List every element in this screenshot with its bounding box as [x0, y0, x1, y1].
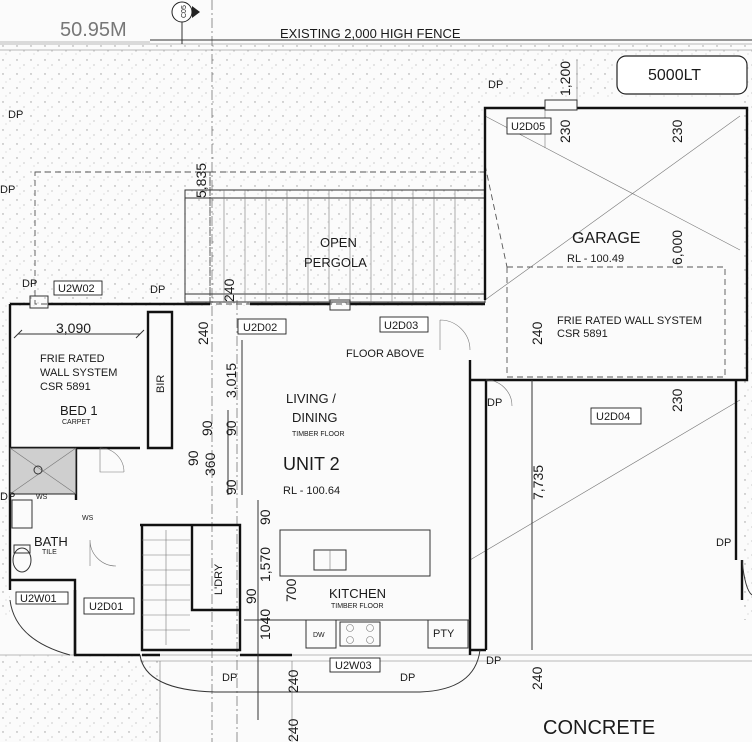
fire-wall-left-line1: FRIE RATED — [40, 353, 105, 365]
dimension-ticks — [13, 329, 533, 720]
living-floor: TIMBER FLOOR — [292, 431, 345, 438]
dimension-value: 700 — [283, 578, 299, 602]
dimension-value: 360 — [202, 452, 218, 476]
dp-label: DP — [8, 109, 23, 121]
bed-floor: CARPET — [62, 419, 91, 426]
fire-wall-left-line2: WALL SYSTEM — [40, 367, 117, 379]
dp-label: DP — [716, 537, 731, 549]
unit-rl: RL - 100.64 — [283, 485, 340, 497]
living-label-2: DINING — [292, 410, 338, 425]
door-swings — [89, 319, 513, 567]
pantry-label: PTY — [433, 628, 455, 640]
dp-label: DP — [487, 397, 502, 409]
pergola-label-2: PERGOLA — [304, 255, 367, 270]
tank-offset-dim: 1,200 — [557, 61, 573, 96]
dimension-value: 7,735 — [530, 465, 546, 500]
fence-label: EXISTING 2,000 HIGH FENCE — [280, 26, 461, 41]
dimension-value: 230 — [669, 119, 685, 143]
dp-label: DP — [22, 278, 37, 290]
dimension-value: 90 — [199, 420, 215, 436]
dishwasher-label: DW — [313, 632, 325, 639]
dp-label: DP — [150, 284, 165, 296]
dimension-value: 240 — [195, 321, 211, 345]
dp-label: DP — [488, 79, 503, 91]
pergola-label-1: OPEN — [320, 235, 357, 250]
dimension-value: 240 — [285, 669, 301, 693]
windows — [15, 99, 578, 605]
kitchen-fittings — [244, 529, 470, 649]
dimension-value: 5,835 — [193, 163, 209, 198]
dimension-value: 240 — [529, 666, 545, 690]
dimension-value: 90 — [185, 450, 201, 466]
bathroom-fittings — [9, 447, 77, 573]
fence — [0, 39, 752, 43]
rainwater-tank — [616, 55, 748, 95]
dp-label: DP — [400, 672, 415, 684]
garage-rl: RL - 100.49 — [567, 253, 624, 265]
ws-label-2: WS — [82, 515, 94, 522]
bir-label: BIR — [155, 375, 167, 393]
dimension-value: 6,000 — [669, 230, 685, 265]
laundry-label: L'DRY — [213, 563, 225, 595]
tag-label: U2D01 — [89, 601, 123, 613]
dimension-value: 90 — [257, 509, 273, 525]
ws-label-1: WS — [36, 494, 48, 501]
fire-wall-right-line1: FRIE RATED WALL SYSTEM — [557, 315, 702, 327]
dimension-value: 3,015 — [223, 363, 239, 398]
unit-label: UNIT 2 — [283, 454, 340, 474]
dimension-value: 90 — [223, 420, 239, 436]
tank-label: 5000LT — [648, 67, 701, 84]
dp-label: DP — [486, 655, 501, 667]
dimension-value: 1,570 — [257, 547, 273, 582]
section-bubble-label: C05 — [181, 5, 188, 18]
floor-above-label: FLOOR ABOVE — [346, 348, 424, 360]
dimension-value: 1040 — [257, 609, 273, 640]
dimension-value: 230 — [557, 119, 573, 143]
living-label-1: LIVING / — [286, 391, 336, 406]
element-tags — [53, 117, 642, 673]
dimension-value: 240 — [285, 718, 301, 742]
fire-wall-left-line3: CSR 5891 — [40, 381, 91, 393]
tag-label: U2D05 — [511, 121, 545, 133]
dimension-value: 90 — [243, 588, 259, 604]
bath-label: BATH — [34, 534, 68, 549]
fire-wall-right-line2: CSR 5891 — [557, 328, 608, 340]
curved-walls — [9, 559, 752, 693]
kitchen-floor: TIMBER FLOOR — [331, 603, 384, 610]
tag-label: U2W02 — [58, 283, 95, 295]
pergola-battens — [184, 189, 486, 303]
lot-dimension: 50.95M — [60, 19, 127, 41]
concrete-label: CONCRETE — [543, 717, 655, 739]
bath-floor: TILE — [42, 549, 57, 556]
dimension-value: 240 — [221, 278, 237, 302]
kitchen-label: KITCHEN — [329, 586, 386, 601]
bed-label: BED 1 — [60, 403, 98, 418]
tag-label: U2D03 — [384, 320, 418, 332]
dimension-value: 230 — [669, 388, 685, 412]
tag-label: U2W01 — [20, 593, 57, 605]
stairs — [142, 530, 190, 645]
dimension-value: 3,090 — [56, 320, 91, 336]
tag-label: U2D02 — [243, 322, 277, 334]
walls — [8, 106, 749, 657]
dp-label: DP — [0, 491, 15, 503]
garage-label: GARAGE — [572, 230, 640, 247]
dimension-value: 90 — [223, 479, 239, 495]
section-marker — [171, 1, 200, 44]
tag-label: U2D04 — [596, 411, 630, 423]
dimension-value: 240 — [529, 321, 545, 345]
yard-hatching — [0, 44, 752, 742]
dp-label: DP — [0, 184, 15, 196]
dp-label: DP — [222, 672, 237, 684]
tag-label: U2W03 — [335, 660, 372, 672]
